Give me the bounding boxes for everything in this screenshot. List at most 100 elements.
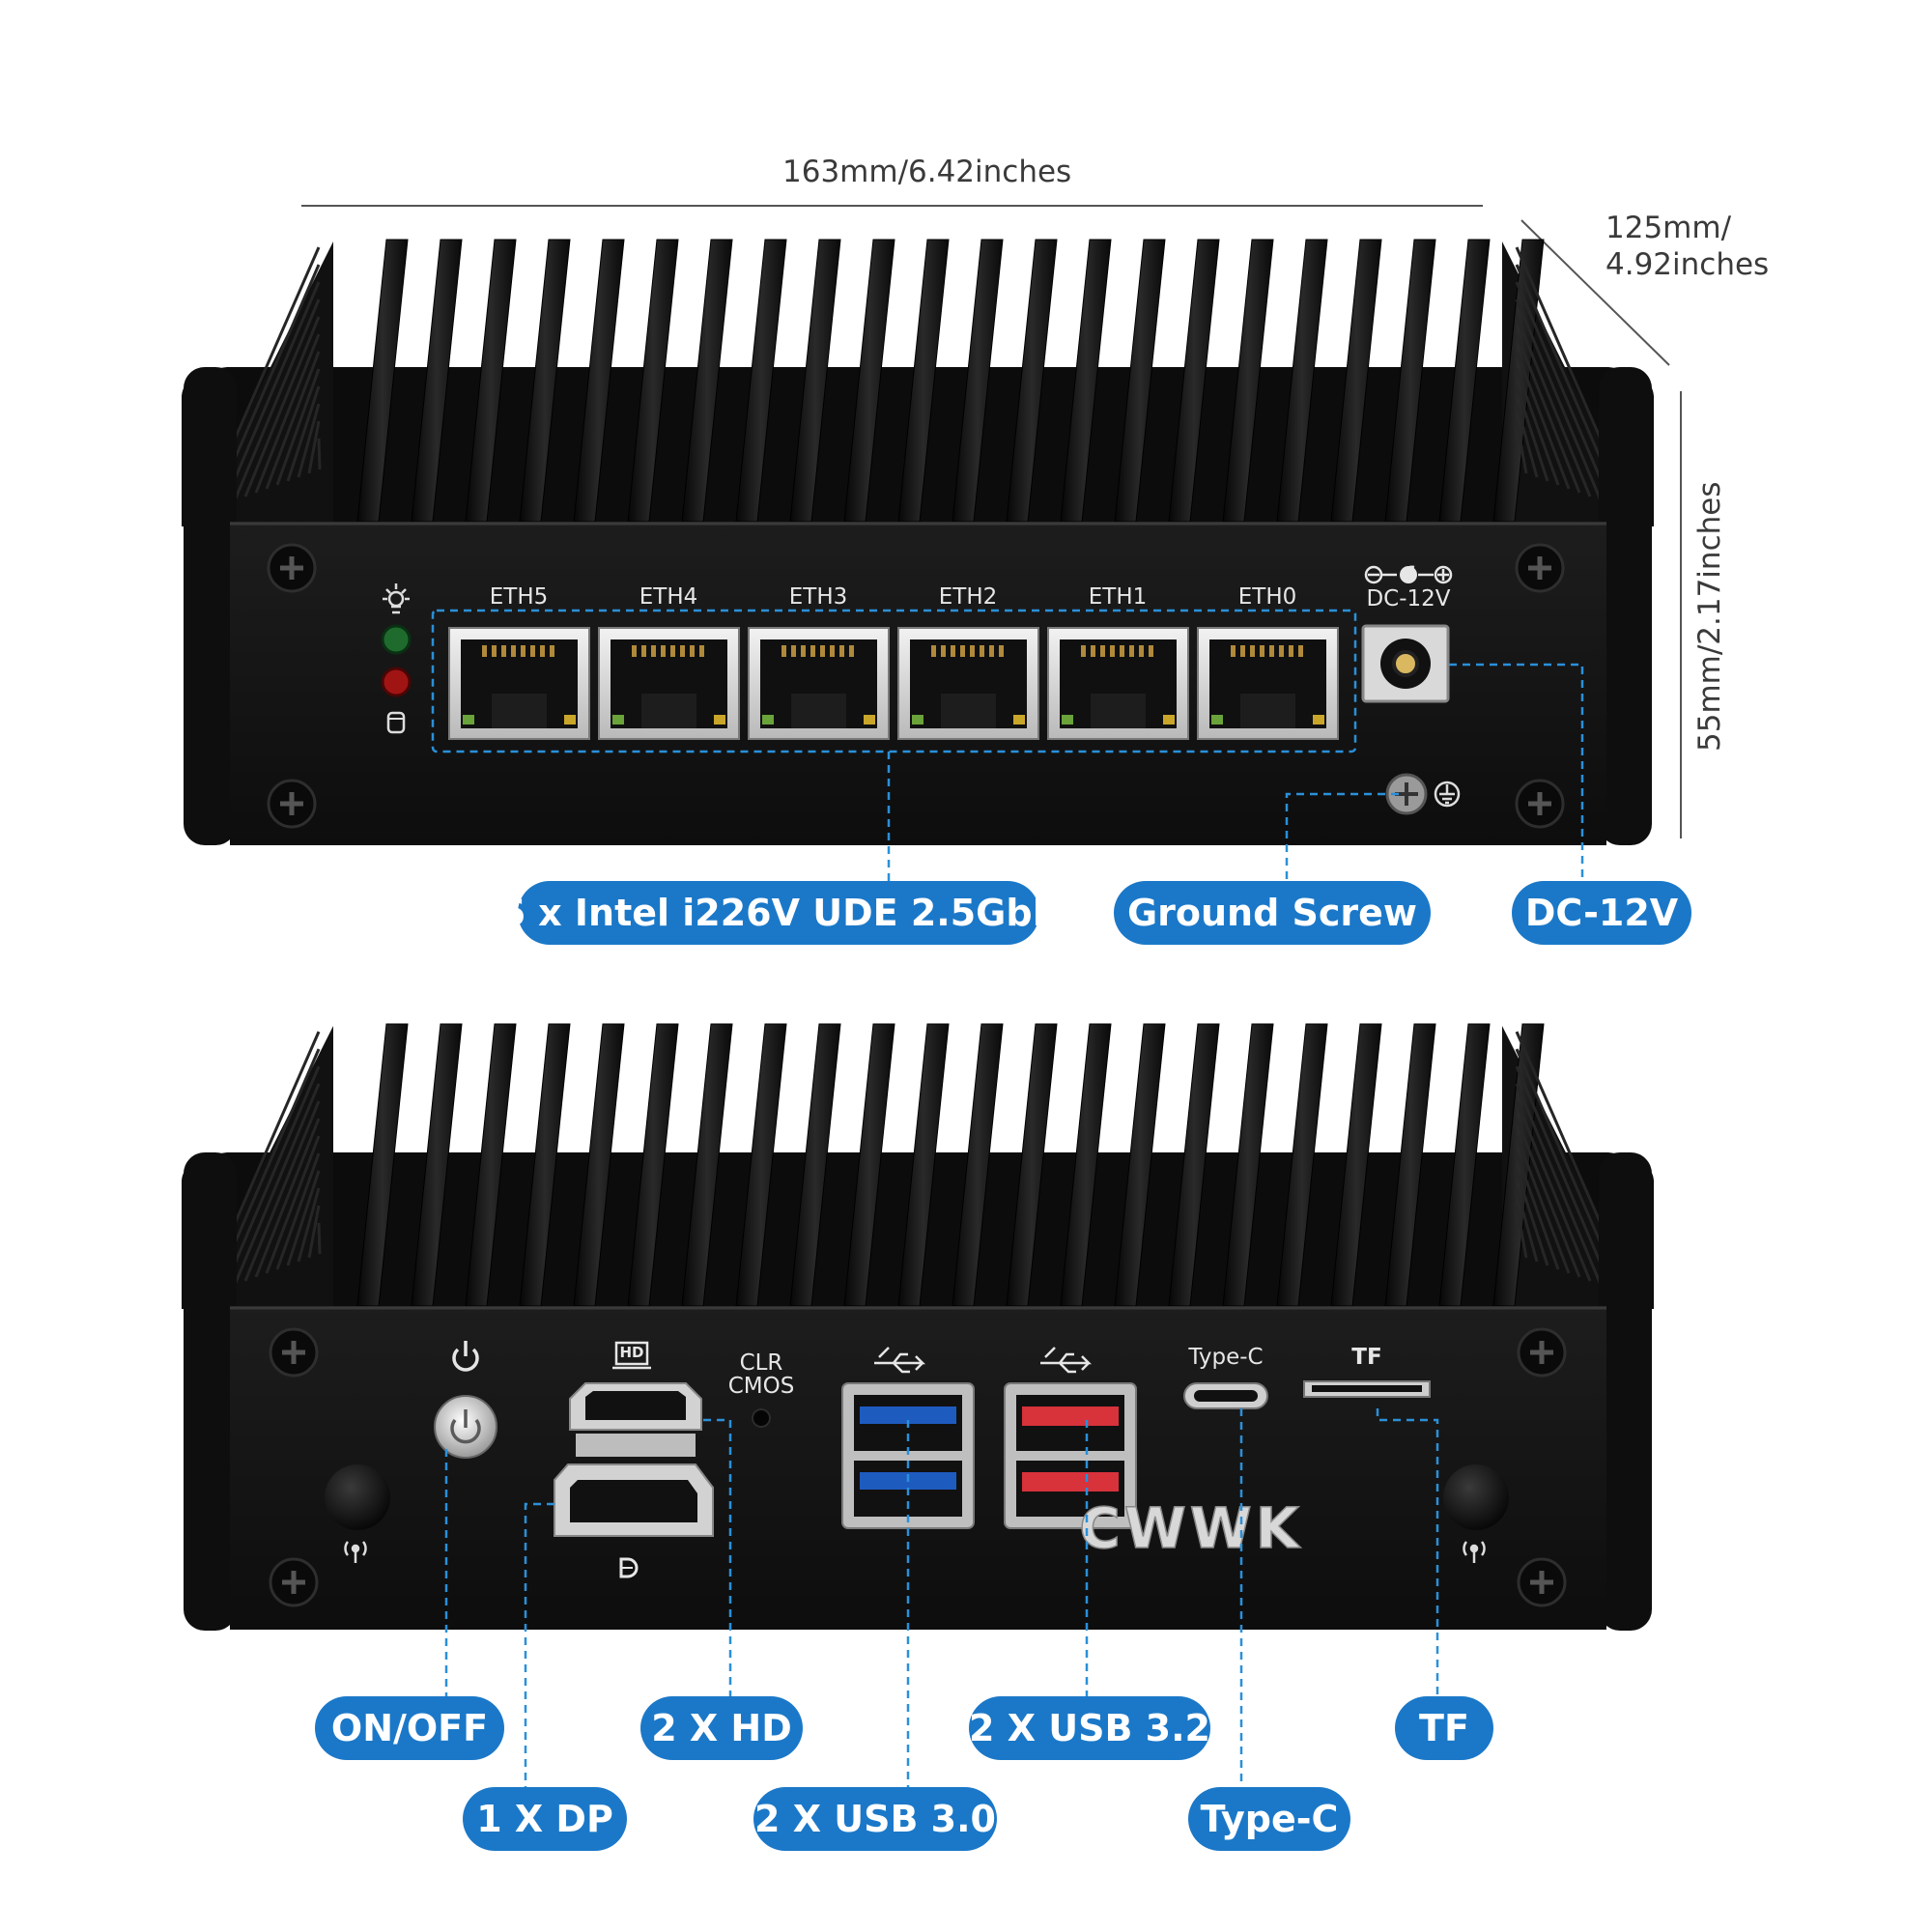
screw-icon (1517, 1557, 1567, 1607)
side-vent (1515, 1135, 1571, 1274)
side-vent (222, 281, 321, 505)
hdd-led-icon (386, 711, 406, 734)
callout-ethernet: 6 x Intel i226V UDE 2.5GbE (499, 881, 1058, 945)
power-icon (452, 1341, 479, 1372)
ethernet-port (1047, 627, 1189, 740)
side-vent (254, 333, 321, 494)
ethernet-port (598, 627, 740, 740)
side-vent (1515, 1083, 1603, 1286)
side-vent (243, 316, 321, 497)
side-vent (243, 1100, 321, 1282)
screw-icon (269, 1327, 319, 1378)
width-dimension-label: 163mm/6.42inches (782, 155, 1072, 189)
dc-power-jack (1361, 624, 1450, 703)
screw-icon (1517, 1327, 1567, 1378)
ss-usb-icon (1040, 1347, 1093, 1374)
ethernet-group-outline (431, 609, 1357, 753)
dc-label: DC-12V (1366, 586, 1451, 611)
depth-dimension-label-1: 125mm/ (1605, 211, 1732, 245)
side-vent (286, 1170, 321, 1266)
clr-cmos-button[interactable] (752, 1408, 771, 1428)
depth-dimension-label-2: 4.92inches (1605, 247, 1770, 282)
tf-label: TF (1351, 1345, 1382, 1370)
side-vent (1515, 385, 1549, 482)
side-vent (1515, 1170, 1549, 1266)
side-vent (265, 351, 321, 490)
screw-icon (267, 543, 317, 593)
depth-dimension-line (1520, 219, 1670, 366)
side-vent (1515, 1187, 1539, 1263)
usb-3-2-ports (1004, 1382, 1137, 1529)
side-vent (307, 420, 321, 474)
typec-label: Type-C (1188, 1345, 1264, 1370)
heatsink-fins (201, 1023, 1634, 1307)
side-vent (1515, 298, 1603, 501)
side-vent (297, 1187, 321, 1263)
callout-hd: 2 X HD (640, 1696, 803, 1760)
hd-icon-label: HD (619, 1344, 644, 1361)
side-vent (1515, 316, 1592, 497)
side-vent (233, 1083, 321, 1286)
side-vent (254, 1118, 321, 1278)
screw-icon (1515, 543, 1565, 593)
eth-label-3: ETH3 (788, 584, 848, 610)
side-vent (1515, 281, 1613, 505)
side-vent (222, 1065, 321, 1290)
hdmi-port (569, 1382, 702, 1457)
front-view-device (182, 239, 1654, 845)
eth-label-1: ETH1 (1088, 584, 1148, 610)
screw-icon (269, 1557, 319, 1607)
power-button[interactable] (434, 1395, 497, 1459)
callout-usb30: 2 X USB 3.0 (753, 1787, 997, 1851)
ss-usb-icon (874, 1347, 926, 1374)
status-led-green (381, 624, 412, 655)
screw-icon (1515, 779, 1565, 829)
antenna-icon (1463, 1541, 1486, 1563)
eth-label-4: ETH4 (639, 584, 698, 610)
callout-dp: 1 X DP (463, 1787, 627, 1851)
screw-icon (267, 779, 317, 829)
side-vent (1514, 438, 1519, 470)
power-led-icon (383, 583, 410, 614)
displayport-icon (619, 1557, 639, 1578)
side-vent (275, 1152, 321, 1270)
side-vent (1515, 1205, 1528, 1259)
rear-view-device (182, 1023, 1654, 1631)
side-vent (317, 1222, 322, 1255)
displayport-port (554, 1463, 714, 1537)
side-vent (1515, 1118, 1581, 1278)
side-vent (265, 1135, 321, 1274)
ground-icon (1434, 781, 1461, 808)
eth-label-2: ETH2 (938, 584, 998, 610)
brand-logo: CWWK (1079, 1494, 1302, 1562)
side-vent (1515, 403, 1539, 478)
svg-text:CWWK: CWWK (1079, 1495, 1302, 1561)
ethernet-port (897, 627, 1039, 740)
side-vent (1515, 1100, 1592, 1282)
ethernet-port (748, 627, 890, 740)
side-vent (286, 385, 321, 482)
type-c-port (1183, 1382, 1268, 1409)
ground-screw (1385, 773, 1428, 815)
side-vent (233, 298, 321, 501)
side-vent (1515, 1065, 1613, 1290)
ethernet-port (1197, 627, 1339, 740)
hdmi-icon (612, 1341, 651, 1370)
side-vent (1515, 368, 1560, 486)
side-vent (307, 1205, 321, 1259)
antenna-icon (344, 1541, 367, 1563)
antenna-right (1443, 1464, 1509, 1530)
side-vent (297, 403, 321, 478)
status-led-red (381, 667, 412, 697)
eth-label-0: ETH0 (1237, 584, 1297, 610)
heatsink-fins (201, 239, 1634, 523)
side-vent (1514, 1222, 1519, 1255)
callout-tf: TF (1395, 1696, 1493, 1760)
clr-cmos-label-1: CLR (739, 1350, 783, 1376)
callout-typec: Type-C (1188, 1787, 1350, 1851)
rear-leader-lines (444, 1408, 1439, 1791)
ethernet-port (448, 627, 590, 740)
callout-usb32: 2 X USB 3.2 (969, 1696, 1210, 1760)
dc-polarity-icon (1364, 565, 1453, 584)
